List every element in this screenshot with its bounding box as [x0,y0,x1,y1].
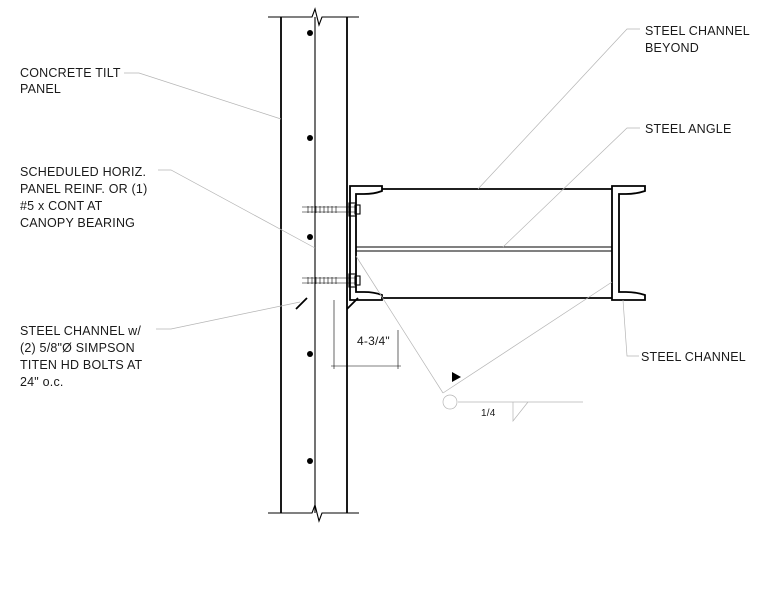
dimension-4-3-4: 4-3/4" [331,300,401,369]
weld-marks [295,297,359,310]
label-steel-channel: STEEL CHANNEL [641,350,746,364]
concrete-wall [268,7,359,523]
anchor-bolt-upper [302,202,361,217]
anchor-bolt-lower [302,273,361,288]
channel-beyond [382,188,612,299]
svg-text:(2) 5/8"Ø SIMPSON: (2) 5/8"Ø SIMPSON [20,341,135,355]
weld-size-text: 1/4 [481,408,496,419]
svg-text:SCHEDULED HORIZ.: SCHEDULED HORIZ. [20,165,146,179]
svg-text:BEYOND: BEYOND [645,41,699,55]
label-steel-angle: STEEL ANGLE [645,122,732,136]
label-channel-beyond: STEEL CHANNEL BEYOND [645,24,750,55]
dimension-text: 4-3/4" [357,334,390,348]
label-concrete-tilt-panel: CONCRETE TILT PANEL [20,66,121,96]
rebar-dots [307,30,313,464]
svg-text:TITEN HD BOLTS AT: TITEN HD BOLTS AT [20,358,143,372]
svg-text:STEEL CHANNEL w/: STEEL CHANNEL w/ [20,324,141,338]
steel-angle [356,246,612,252]
leader-lines [124,28,640,357]
weld-flag-icon [452,372,461,382]
svg-text:24" o.c.: 24" o.c. [20,375,64,389]
svg-text:CONCRETE TILT: CONCRETE TILT [20,66,121,80]
label-horiz-reinf: SCHEDULED HORIZ. PANEL REINF. OR (1) #5 … [20,165,147,230]
label-channel-bolts: STEEL CHANNEL w/ (2) 5/8"Ø SIMPSON TITEN… [20,324,143,389]
svg-text:PANEL REINF. OR (1): PANEL REINF. OR (1) [20,182,147,196]
svg-text:STEEL CHANNEL: STEEL CHANNEL [645,24,750,38]
end-channel [611,185,646,301]
svg-text:PANEL: PANEL [20,82,61,96]
weld-callout: 1/4 [355,255,613,423]
svg-text:CANOPY BEARING: CANOPY BEARING [20,216,135,230]
svg-text:#5 x CONT AT: #5 x CONT AT [20,199,103,213]
